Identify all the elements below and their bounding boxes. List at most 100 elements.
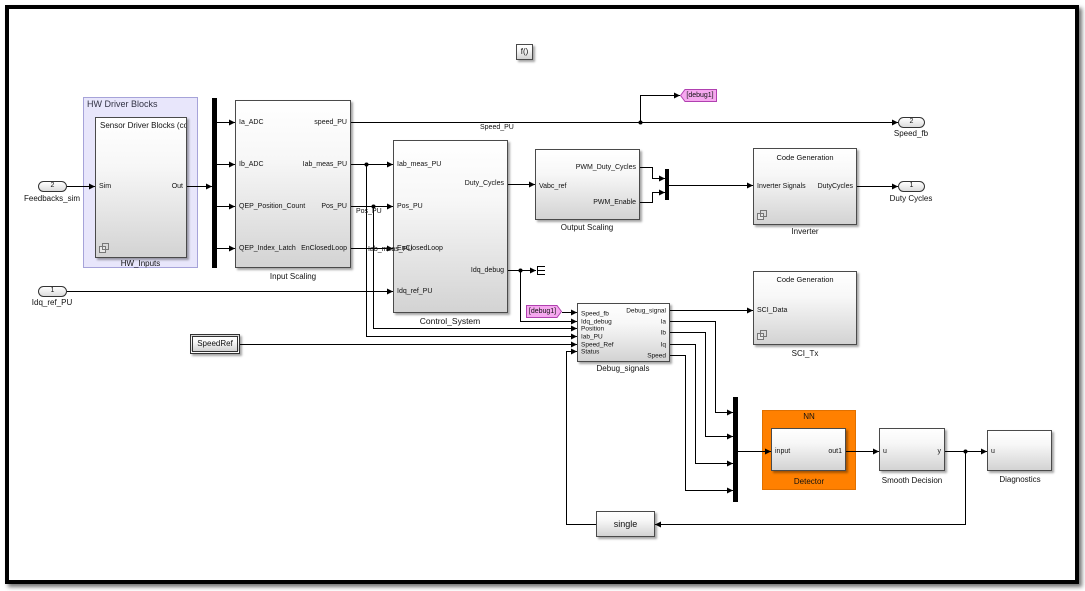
signal-label-pos-pu: Pos_PU bbox=[356, 208, 382, 215]
port-idq-debug: Idq_debug bbox=[581, 318, 612, 326]
port-u: u bbox=[883, 448, 887, 455]
branch-point bbox=[638, 120, 643, 125]
signal-label-speed-pu: Speed_PU bbox=[480, 124, 514, 131]
control-system-block[interactable]: Iab_meas_PU Pos_PU EnClosedLoop Idq_ref_… bbox=[393, 140, 508, 313]
port-debug-signal: Debug_signal bbox=[626, 307, 666, 315]
signal-ia-to-mux[interactable] bbox=[670, 321, 733, 416]
detector-label: Detector bbox=[793, 477, 825, 486]
outport-speed-fb[interactable]: 2 bbox=[898, 117, 925, 128]
input-scaling-block[interactable]: Ia_ADC Ib_ADC QEP_Position_Count QEP_Ind… bbox=[235, 100, 351, 268]
signal-label-iab-meas-pu: Iab_meas_PU bbox=[368, 246, 413, 253]
code-generation-title: Code Generation bbox=[776, 153, 834, 162]
port-duty-cycles: Duty_Cycles bbox=[464, 180, 504, 187]
signal-idq-debug-to-debug[interactable] bbox=[520, 270, 578, 325]
inport-idq-ref-pu[interactable]: 1 bbox=[38, 286, 67, 297]
signal-speed-pu-to-goto[interactable] bbox=[640, 92, 681, 123]
function-call-block[interactable]: f() bbox=[516, 44, 533, 60]
port-qep-index-latch: QEP_Index_Latch bbox=[239, 245, 296, 252]
outport-label-duty-cycles: Duty Cycles bbox=[889, 194, 933, 203]
diagnostics-label: Diagnostics bbox=[999, 475, 1041, 484]
mux-bar-debug[interactable] bbox=[733, 397, 738, 502]
port-iq: Iq bbox=[660, 341, 666, 349]
outport-label-speed-fb: Speed_fb bbox=[893, 129, 929, 138]
inport-label-idq-ref-pu: Idq_ref_PU bbox=[31, 298, 73, 307]
code-generation-title: Code Generation bbox=[776, 275, 834, 284]
port-speed-ref: Speed_Ref bbox=[581, 341, 614, 349]
port-u: u bbox=[991, 448, 995, 455]
signal-iq-to-mux[interactable] bbox=[670, 344, 733, 467]
port-enclosedloop: EnClosedLoop bbox=[301, 245, 347, 252]
port-y: y bbox=[937, 448, 942, 455]
mux-bar[interactable] bbox=[665, 169, 669, 200]
inverter-label: Inverter bbox=[791, 227, 819, 236]
branch-point bbox=[963, 449, 968, 454]
sci-tx-label: SCI_Tx bbox=[791, 349, 819, 358]
port-speed: Speed bbox=[647, 352, 666, 360]
from-tag-debug1[interactable]: [debug1] bbox=[526, 305, 562, 318]
port-ib-adc: Ib_ADC bbox=[239, 161, 264, 168]
inport-label-feedbacks-sim: Feedbacks_sim bbox=[23, 194, 81, 203]
from-tag-text: [debug1] bbox=[528, 308, 557, 315]
outport-number: 2 bbox=[909, 118, 914, 125]
port-enclosedloop: EnClosedLoop bbox=[397, 245, 443, 252]
subsystem-icon bbox=[757, 210, 767, 220]
hw-area-title: HW Driver Blocks bbox=[87, 99, 158, 109]
inverter-block[interactable]: Code Generation Inverter Signals DutyCyc… bbox=[753, 148, 857, 225]
signal-pwm-enable[interactable] bbox=[640, 189, 665, 203]
bus-creator-bar[interactable] bbox=[212, 98, 217, 268]
port-out: Out bbox=[171, 183, 183, 190]
inport-feedbacks-sim[interactable]: 2 bbox=[38, 181, 67, 192]
branch-point bbox=[364, 162, 369, 167]
port-vabc-ref: Vabc_ref bbox=[539, 183, 567, 190]
signal-iab-meas-pu-to-debug[interactable] bbox=[366, 164, 578, 340]
port-iab-meas-pu: Iab_meas_PU bbox=[302, 161, 347, 168]
signal-smooth-to-single[interactable] bbox=[655, 451, 966, 528]
single-conversion-block[interactable]: single bbox=[596, 511, 655, 537]
nn-area-title: NN bbox=[803, 412, 815, 421]
outport-duty-cycles[interactable]: 1 bbox=[898, 181, 925, 192]
terminator-block[interactable] bbox=[537, 266, 546, 275]
signal-speed-to-mux[interactable] bbox=[670, 355, 733, 494]
port-out1: out1 bbox=[828, 448, 842, 455]
output-scaling-label: Output Scaling bbox=[560, 223, 614, 232]
port-input: input bbox=[775, 448, 791, 455]
port-iab-pu: Iab_PU bbox=[581, 333, 603, 341]
sensor-block-text: Sensor Driver Blocks (cod bbox=[100, 121, 187, 130]
port-pos-pu: Pos_PU bbox=[321, 203, 347, 210]
port-status: Status bbox=[581, 348, 600, 356]
signal-pwm-duty-cycles[interactable] bbox=[640, 167, 665, 182]
function-call-label: f() bbox=[520, 47, 529, 56]
diagnostics-block[interactable]: u bbox=[987, 430, 1052, 471]
port-idq-debug: Idq_debug bbox=[470, 267, 504, 274]
port-pos-pu: Pos_PU bbox=[397, 203, 423, 210]
port-ib: Ib bbox=[660, 329, 666, 337]
port-sci-data: SCI_Data bbox=[757, 307, 788, 314]
sci-tx-block[interactable]: Code Generation SCI_Data bbox=[753, 271, 857, 345]
smooth-decision-block[interactable]: u y bbox=[879, 428, 945, 471]
debug-signals-label: Debug_signals bbox=[596, 364, 650, 373]
signal-ib-to-mux[interactable] bbox=[670, 332, 733, 440]
subsystem-icon bbox=[757, 330, 767, 340]
signal-pos-pu-to-debug[interactable] bbox=[373, 206, 578, 332]
port-qep-position-count: QEP_Position_Count bbox=[239, 203, 306, 210]
port-pwm-duty-cycles: PWM_Duty_Cycles bbox=[575, 164, 636, 171]
inport-number: 2 bbox=[50, 182, 55, 189]
port-pwm-enable: PWM_Enable bbox=[593, 199, 636, 206]
goto-tag-text: [debug1] bbox=[686, 92, 714, 99]
speedref-constant-block[interactable]: SpeedRef bbox=[190, 334, 240, 354]
port-inverter-signals: Inverter Signals bbox=[757, 183, 806, 190]
hw-inputs-label: HW_Inputs bbox=[120, 259, 161, 268]
port-idq-ref-pu: Idq_ref_PU bbox=[397, 288, 433, 295]
detector-block[interactable]: input out1 bbox=[771, 428, 846, 471]
outport-number: 1 bbox=[909, 182, 914, 189]
control-system-label: Control_System bbox=[419, 316, 481, 326]
smooth-decision-label: Smooth Decision bbox=[881, 476, 943, 485]
sensor-driver-block[interactable]: Sensor Driver Blocks (cod Sim Out bbox=[95, 117, 187, 258]
output-scaling-block[interactable]: Vabc_ref PWM_Duty_Cycles PWM_Enable bbox=[535, 149, 640, 220]
single-text: single bbox=[613, 518, 638, 529]
goto-tag-debug1[interactable]: [debug1] bbox=[680, 89, 717, 102]
speedref-text: SpeedRef bbox=[197, 339, 233, 348]
port-ia-adc: Ia_ADC bbox=[239, 119, 264, 126]
signal-single-to-status[interactable] bbox=[566, 348, 597, 525]
debug-signals-block[interactable]: Speed_fb Idq_debug Position Iab_PU Speed… bbox=[577, 303, 670, 362]
